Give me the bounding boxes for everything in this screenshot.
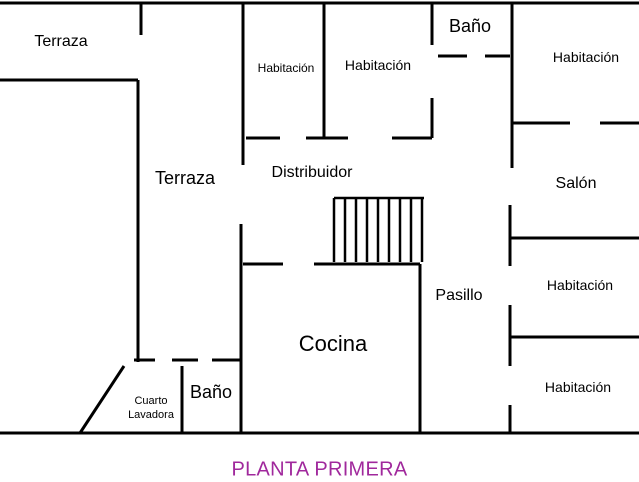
room-label-salon: Salón [555, 175, 597, 192]
room-label-habitacion-2: Habitación [344, 57, 412, 73]
room-label-pasillo: Pasillo [435, 287, 483, 304]
room-label-bano-top: Baño [448, 16, 492, 36]
staircase [332, 196, 424, 262]
room-label-habitacion-right-bottom: Habitación [544, 379, 612, 395]
plan-caption: PLANTA PRIMERA [231, 458, 408, 481]
room-label-cocina: Cocina [298, 331, 368, 356]
room-label-cuarto-lavadora: Cuarto Lavadora [128, 394, 174, 422]
room-label-terraza-left: Terraza [154, 168, 216, 188]
room-label-habitacion-right-top: Habitación [552, 49, 620, 65]
room-label-cuarto-lavadora-line1: Cuarto [134, 395, 168, 407]
room-label-habitacion-right-mid: Habitación [546, 277, 614, 293]
room-label-bano-bottom: Baño [189, 382, 233, 402]
room-label-terraza-top: Terraza [34, 33, 88, 50]
room-label-habitacion-1: Habitación [257, 61, 315, 75]
room-label-distribuidor: Distribuidor [271, 164, 353, 181]
wall [78, 365, 126, 434]
room-label-cuarto-lavadora-line2: Lavadora [128, 409, 174, 421]
